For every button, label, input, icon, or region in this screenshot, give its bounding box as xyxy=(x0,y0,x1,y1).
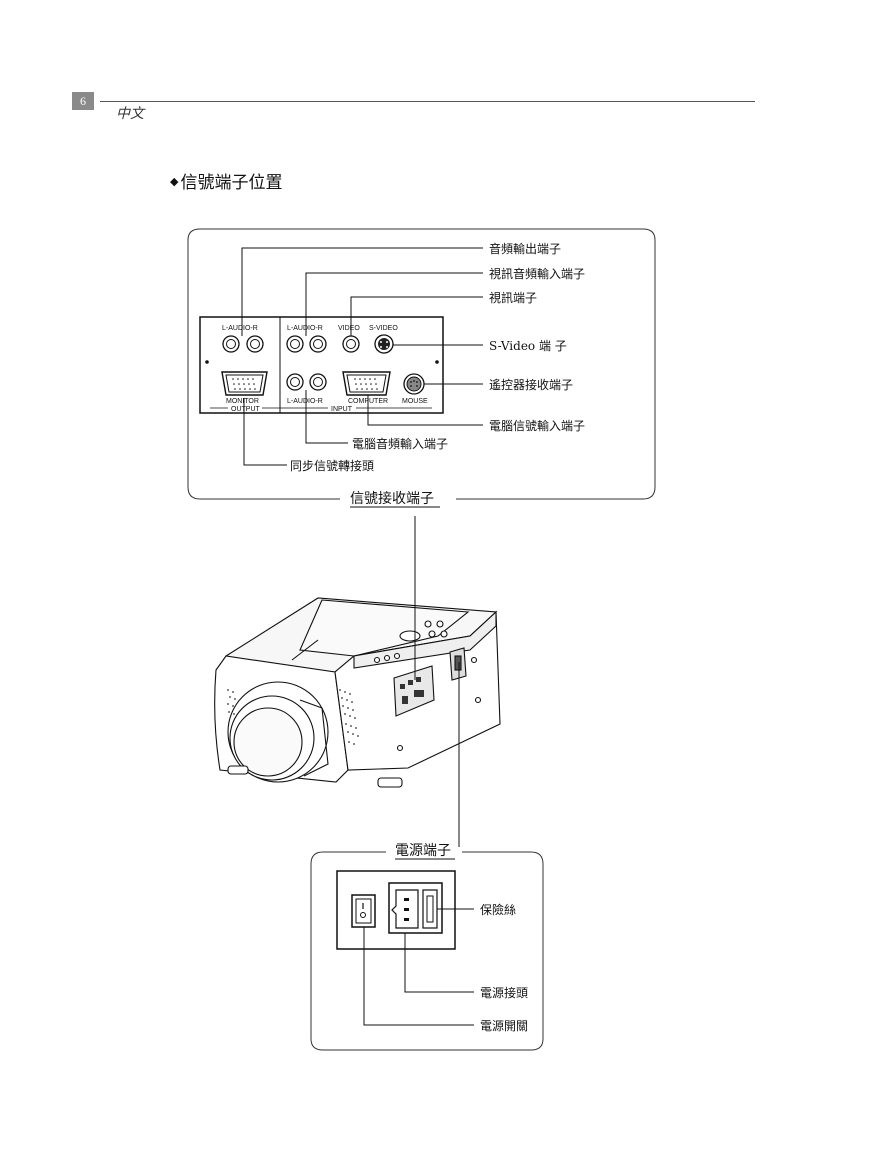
diamond-bullet-icon: ◆ xyxy=(170,175,179,188)
power-leader-lines xyxy=(363,908,474,1026)
signal-panel-frame xyxy=(187,228,656,500)
video-port-callout: 視訊端子 xyxy=(489,290,537,305)
section-title: ◆信號端子位置 xyxy=(170,168,282,193)
language-label: 中文 xyxy=(116,106,144,122)
computer-dsub-port-icon xyxy=(342,371,391,396)
power-panel-heading: 電源端子 xyxy=(395,843,451,859)
input-label: INPUT xyxy=(331,406,353,413)
power-switch-icon xyxy=(351,894,376,928)
s-video-callout: S-Video 端 子 xyxy=(489,339,567,353)
power-connector-callout: 電源接頭 xyxy=(480,985,528,1000)
fuse-icon xyxy=(422,889,438,929)
rear-connector-plate xyxy=(199,316,444,414)
mouse-port-icon xyxy=(403,373,425,395)
remote-receiver-callout: 遙控器接收端子 xyxy=(489,377,573,392)
computer-audio-in-callout: 電腦音頻輸入端子 xyxy=(352,436,448,451)
l-audio-r-in-bottom-label: L-AUDIO-R xyxy=(287,398,323,405)
fuse-callout: 保險絲 xyxy=(480,902,516,917)
signal-panel-heading: 信號接收端子 xyxy=(350,490,434,507)
leader-lines xyxy=(241,247,483,466)
power-callout-labels: 保險絲 電源接頭 電源開關 xyxy=(480,902,528,1033)
power-panel-frame xyxy=(310,851,544,1051)
power-switch-callout: 電源開關 xyxy=(480,1019,528,1033)
page-number: 6 xyxy=(72,92,94,110)
s-video-label: S-VIDEO xyxy=(369,325,398,332)
video-label: VIDEO xyxy=(338,325,360,332)
sync-adapter-callout: 同步信號轉接頭 xyxy=(290,458,374,473)
monitor-label: MONITOR xyxy=(226,398,259,405)
projector-illustration xyxy=(214,597,501,788)
computer-signal-in-callout: 電腦信號輸入端子 xyxy=(489,418,585,433)
section-title-text: 信號端子位置 xyxy=(180,173,283,193)
l-audio-r-out-label: L-AUDIO-R xyxy=(222,325,258,332)
rca-jack-icon xyxy=(222,335,360,391)
mouse-label: MOUSE xyxy=(402,398,428,405)
monitor-dsub-port-icon xyxy=(221,371,268,396)
output-label: OUTPUT xyxy=(231,406,261,413)
l-audio-r-in-top-label: L-AUDIO-R xyxy=(287,325,323,332)
callout-labels: 音頻輸出端子 視訊音頻輸入端子 視訊端子 S-Video 端 子 遙控器接收端子… xyxy=(290,241,585,473)
header-rule xyxy=(100,101,755,102)
s-video-port-icon xyxy=(374,334,394,354)
audio-out-callout: 音頻輸出端子 xyxy=(489,241,561,256)
video-audio-in-callout: 視訊音頻輸入端子 xyxy=(489,266,585,281)
